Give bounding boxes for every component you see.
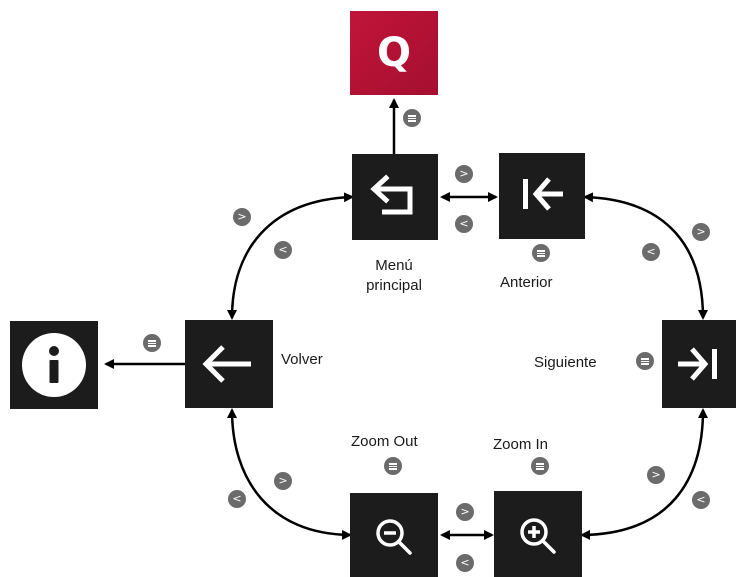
next-badge-icon: >	[233, 208, 251, 226]
prev-badge-icon: <	[642, 243, 660, 261]
next-label: Siguiente	[534, 354, 597, 371]
previous-label: Anterior	[500, 274, 553, 291]
next-badge-icon: >	[274, 472, 292, 490]
prev-badge-icon: <	[228, 490, 246, 508]
zoom-in-label: Zoom In	[493, 436, 549, 453]
menu-label: Menú principal	[348, 256, 440, 296]
menu-lines-icon	[636, 352, 654, 370]
menu-lines-icon	[532, 244, 550, 262]
return-icon	[370, 174, 413, 215]
arrow-left-icon	[202, 345, 251, 383]
arrow-next-zoomin	[580, 408, 708, 540]
info-tile[interactable]	[10, 321, 98, 409]
menu-button[interactable]	[352, 154, 438, 240]
next-badge-icon: >	[456, 503, 474, 521]
back-label: Volver	[281, 351, 323, 368]
first-page-icon	[523, 177, 563, 211]
menu-lines-icon	[403, 109, 421, 127]
prev-badge-icon: <	[692, 491, 710, 509]
next-badge-icon: >	[692, 223, 710, 241]
next-badge-icon: >	[647, 466, 665, 484]
app-q-letter: Q	[376, 30, 411, 76]
zoom-out-icon	[376, 519, 412, 555]
menu-label-text: Menú principal	[366, 257, 422, 294]
arrow-previous-next	[583, 192, 708, 320]
info-icon	[22, 333, 86, 397]
back-button[interactable]	[185, 320, 273, 408]
zoom-in-button[interactable]	[494, 491, 582, 577]
zoom-out-label: Zoom Out	[351, 433, 418, 450]
prev-badge-icon: <	[274, 241, 292, 259]
next-badge-icon: >	[455, 165, 473, 183]
next-button[interactable]	[662, 320, 736, 408]
zoom-in-icon	[520, 518, 556, 554]
menu-lines-icon	[531, 457, 549, 475]
zoom-out-button[interactable]	[350, 493, 438, 577]
prev-badge-icon: <	[455, 215, 473, 233]
arrow-menu-back	[227, 192, 354, 320]
app-q-tile[interactable]: Q	[350, 11, 438, 95]
menu-lines-icon	[143, 334, 161, 352]
previous-button[interactable]	[499, 153, 585, 239]
arrow-back-zoomout	[227, 408, 352, 540]
last-page-icon	[678, 347, 717, 381]
menu-lines-icon	[384, 457, 402, 475]
prev-badge-icon: <	[456, 554, 474, 572]
